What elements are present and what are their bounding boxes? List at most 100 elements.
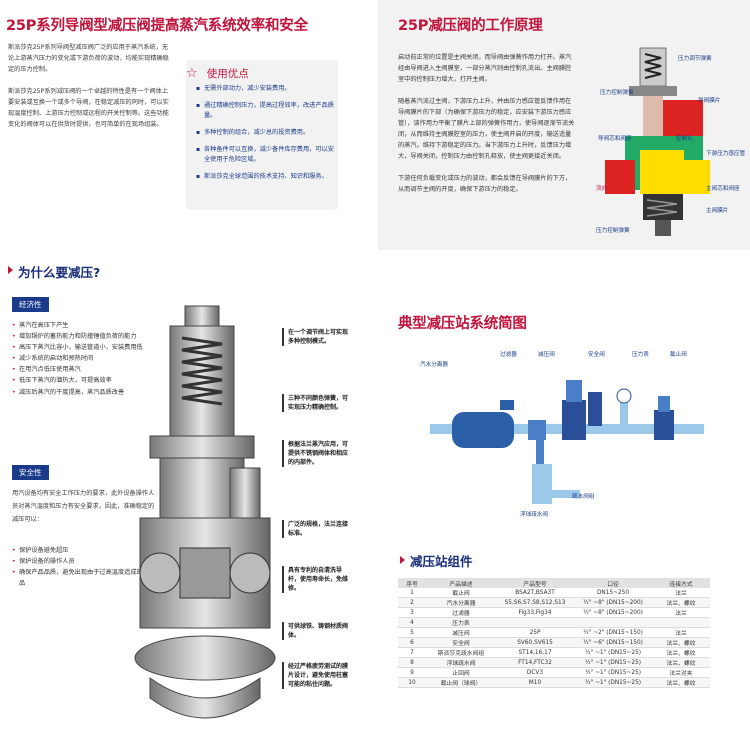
callout-body-materials: 可供球铁、铸钢材质阀体。 bbox=[282, 622, 348, 640]
table-cell: ½" ~6" (DN15~150) bbox=[574, 637, 652, 648]
column-header: 产品型号 bbox=[496, 578, 574, 588]
column-header: 口径 bbox=[574, 578, 652, 588]
list-item: 多种控制的组合，减少总的投资费用。 bbox=[196, 128, 334, 138]
column-header: 序号 bbox=[398, 578, 426, 588]
components-title: 减压站组件 bbox=[410, 554, 473, 569]
table-cell bbox=[574, 617, 652, 628]
table-cell: 4 bbox=[398, 617, 426, 628]
callout-diaphragm: 经过严格疲劳测试的膜片设计，避免使用柱塞可能的粘住问题。 bbox=[282, 662, 348, 689]
table-cell: 法兰 bbox=[652, 588, 710, 598]
triangle-icon bbox=[8, 266, 13, 274]
list-item: 保护设备避免超压 bbox=[12, 545, 152, 556]
table-cell: FT14,FTC32 bbox=[496, 657, 574, 668]
table-cell: ½" ~8" (DN15~200) bbox=[574, 607, 652, 618]
label-separator: 汽水分离器 bbox=[420, 362, 448, 368]
valve-cutaway-diagram bbox=[605, 47, 710, 236]
table-cell: 法兰、螺纹 bbox=[652, 657, 710, 668]
table-cell: 截止阀 bbox=[426, 588, 496, 598]
table-cell: 9 bbox=[398, 667, 426, 678]
table-cell: ½" ~1" (DN15~25) bbox=[574, 677, 652, 688]
list-item: 增加锅炉的蓄热能力和防撞锤值负荷的能力 bbox=[12, 331, 157, 342]
principle-title: 25P减压阀的工作原理 bbox=[398, 18, 543, 34]
label-safety-valve: 安全阀 bbox=[588, 352, 605, 358]
list-item: 通过精确控制压力，提高过程效率，改进产品质量。 bbox=[196, 101, 334, 121]
callout-wide-range: 广泛的规格，法兰连接标准。 bbox=[282, 520, 348, 538]
label-pressure-adjust-spring: 压力调节弹簧 bbox=[678, 56, 712, 62]
table-cell: S5,S6,S7,S8,S12,S13 bbox=[496, 597, 574, 608]
principle-text: 启动前正常的位置是主阀关闭，而导阀由弹簧作用力打开。蒸汽经由导阀进入主阀膜室，一… bbox=[398, 52, 576, 206]
table-cell: 25P bbox=[496, 627, 574, 638]
station-title: 典型减压站系统简图 bbox=[398, 316, 527, 332]
economy-list: 蒸汽在高压下产生 增加锅炉的蓄热能力和防撞锤值负荷的能力 高压下蒸汽比容小，输送… bbox=[12, 320, 157, 398]
label-strainer: 过滤器 bbox=[500, 352, 517, 358]
principle-paragraph-1: 启动前正常的位置是主阀关闭，而导阀由弹簧作用力打开。蒸汽经由导阀进入主阀膜室，一… bbox=[398, 54, 572, 83]
label-pressure-gauge: 压力表 bbox=[632, 352, 649, 358]
list-item: 无需外部动力，减少安装费用。 bbox=[196, 84, 334, 94]
table-cell: ½" ~2" (DN15~150) bbox=[574, 627, 652, 638]
table-cell: 法兰、螺纹 bbox=[652, 597, 710, 608]
column-header: 产品描述 bbox=[426, 578, 496, 588]
table-cell: BSA2T,BSA3T bbox=[496, 588, 574, 598]
list-item: 低压下蒸汽的潜热大，可提高效率 bbox=[12, 375, 157, 386]
list-item: 斯派莎克全球范围的技术支持、知识和服务。 bbox=[196, 172, 334, 182]
label-main-valve-seat: 主阀芯和阀座 bbox=[706, 186, 740, 192]
table-cell: 法兰、螺纹 bbox=[652, 637, 710, 648]
advantages-list: 无需外部动力，减少安装费用。 通过精确控制压力，提高过程效率，改进产品质量。 多… bbox=[196, 84, 334, 189]
column-header: 连接方式 bbox=[652, 578, 710, 588]
advantages-header: ☆ 使用优点 bbox=[186, 62, 249, 81]
table-cell: ½" ~1" (DN15~25) bbox=[574, 647, 652, 658]
table-cell: 2 bbox=[398, 597, 426, 608]
label-trap-station: 疏水阀组 bbox=[572, 494, 595, 500]
label-control-spring-bottom: 压力控制弹簧 bbox=[596, 228, 630, 234]
list-item: 减压后蒸汽的干度提高，蒸汽品质改善 bbox=[12, 387, 157, 398]
table-cell: ½" ~8" (DN15~200) bbox=[574, 597, 652, 608]
table-cell: 止回阀 bbox=[426, 667, 496, 678]
table-cell: 浮球疏水阀 bbox=[426, 657, 496, 668]
table-cell: 法兰、螺纹 bbox=[652, 647, 710, 658]
main-title: 25P系列导阀型减压阀提高蒸汽系统效率和安全 bbox=[6, 18, 308, 34]
table-cell: SV60,SV615 bbox=[496, 637, 574, 648]
table-cell: 法兰 bbox=[652, 627, 710, 638]
table-cell: DN15~250 bbox=[574, 588, 652, 598]
list-item: 保护设备的操作人员 bbox=[12, 556, 152, 567]
table-header-row: 序号 产品描述 产品型号 口径 连接方式 bbox=[398, 578, 710, 588]
safety-list: 保护设备避免超压 保护设备的操作人员 确保产品品质，避免出现由于过高温度造成的废… bbox=[12, 545, 152, 589]
table-cell: 法兰、螺纹 bbox=[652, 677, 710, 688]
table-cell: 1 bbox=[398, 588, 426, 598]
list-item: 高压下蒸汽比容小，输送管道小，安装费用低 bbox=[12, 342, 157, 353]
valve-illustration bbox=[134, 305, 276, 719]
table-cell: 压力表 bbox=[426, 617, 496, 628]
label-main-diaphragm: 主阀膜片 bbox=[706, 208, 729, 214]
table-cell: 法兰 bbox=[652, 607, 710, 618]
table-cell: 汽水分离器 bbox=[426, 597, 496, 608]
list-item: 在用汽点低压使用蒸汽 bbox=[12, 364, 157, 375]
table-cell: 6 bbox=[398, 637, 426, 648]
table-cell bbox=[496, 617, 574, 628]
intro-paragraph-2: 斯派莎克25P系列减压阀的一个卓越的特性是有一个阀体上要安装或互换一个或多个导阀… bbox=[8, 88, 169, 128]
label-float-trap: 浮球疏水阀 bbox=[520, 512, 548, 518]
label-stop-valve: 截止阀 bbox=[670, 352, 687, 358]
label-control-orifice: 控制孔 bbox=[676, 136, 693, 142]
list-item: 各种备件可以互换，减少备件库存费用，可以安全使用于危险区域。 bbox=[196, 145, 334, 165]
table-cell bbox=[652, 617, 710, 628]
table-cell: 法兰对夹 bbox=[652, 667, 710, 678]
callout-multi-control: 在一个调节阀上可实现多种控制模式。 bbox=[282, 328, 348, 346]
list-item: 确保产品品质，避免出现由于过高温度造成的废品 bbox=[12, 567, 152, 589]
table-cell: 减压阀 bbox=[426, 627, 496, 638]
label-reducing-valve: 减压阀 bbox=[538, 352, 555, 358]
label-pilot-diaphragm: 导阀膜片 bbox=[698, 98, 721, 104]
intro-text: 斯派莎克25P系列导阀型减压阀广泛的应用于蒸汽系统，无论上游蒸汽压力的变化或下游… bbox=[8, 42, 174, 141]
table-cell: 截止阀（球阀） bbox=[426, 677, 496, 688]
table-cell: ½" ~1" (DN15~25) bbox=[574, 667, 652, 678]
table-cell: 5 bbox=[398, 627, 426, 638]
economy-badge: 经济性 bbox=[12, 297, 49, 312]
callout-self-cleaning: 具有专利的自清洗导杆，使用寿命长，免维修。 bbox=[282, 566, 348, 593]
